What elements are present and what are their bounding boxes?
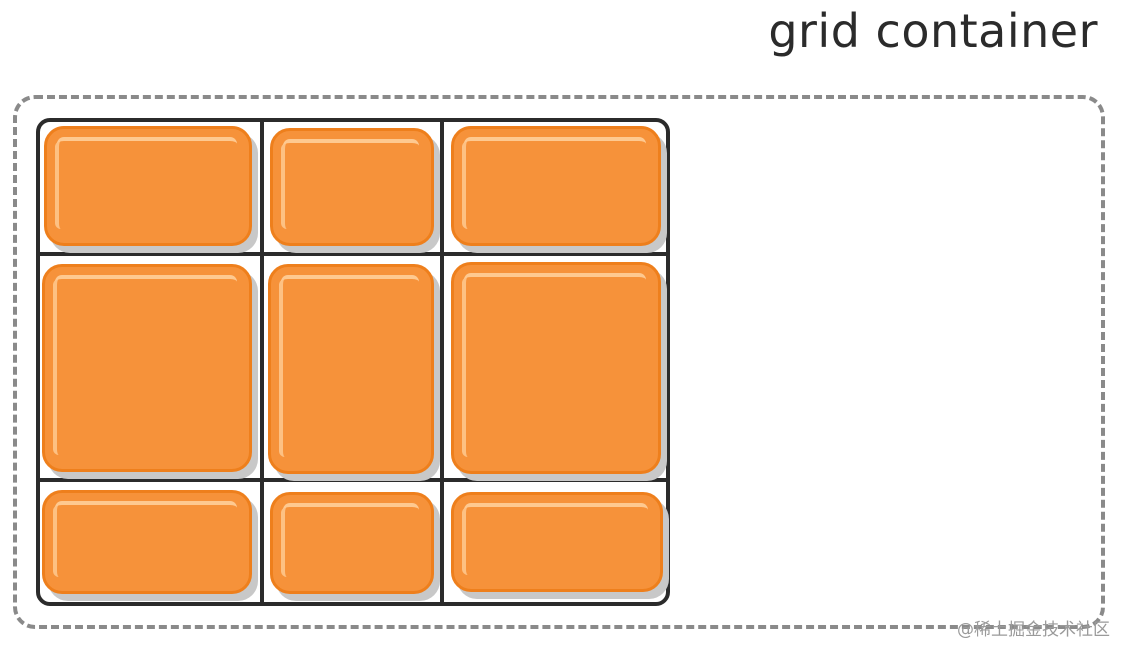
- grid-item-2: [270, 128, 434, 246]
- grid-container-label: grid container: [768, 4, 1098, 58]
- grid-item-4: [42, 264, 252, 472]
- watermark-text: @稀土掘金技术社区: [957, 620, 1110, 640]
- grid-item-5: [268, 264, 434, 474]
- grid-item-9: [451, 492, 663, 592]
- grid-row-line-1: [36, 252, 670, 256]
- grid-item-7: [42, 490, 252, 594]
- grid-item-8: [270, 492, 434, 594]
- grid-row-line-2: [36, 478, 670, 482]
- grid-column-line-2: [440, 118, 444, 606]
- grid-column-line-1: [260, 118, 264, 606]
- grid-item-3: [451, 126, 661, 246]
- grid-item-6: [451, 262, 661, 474]
- grid-container-outline: [13, 95, 1105, 629]
- grid-item-1: [44, 126, 252, 246]
